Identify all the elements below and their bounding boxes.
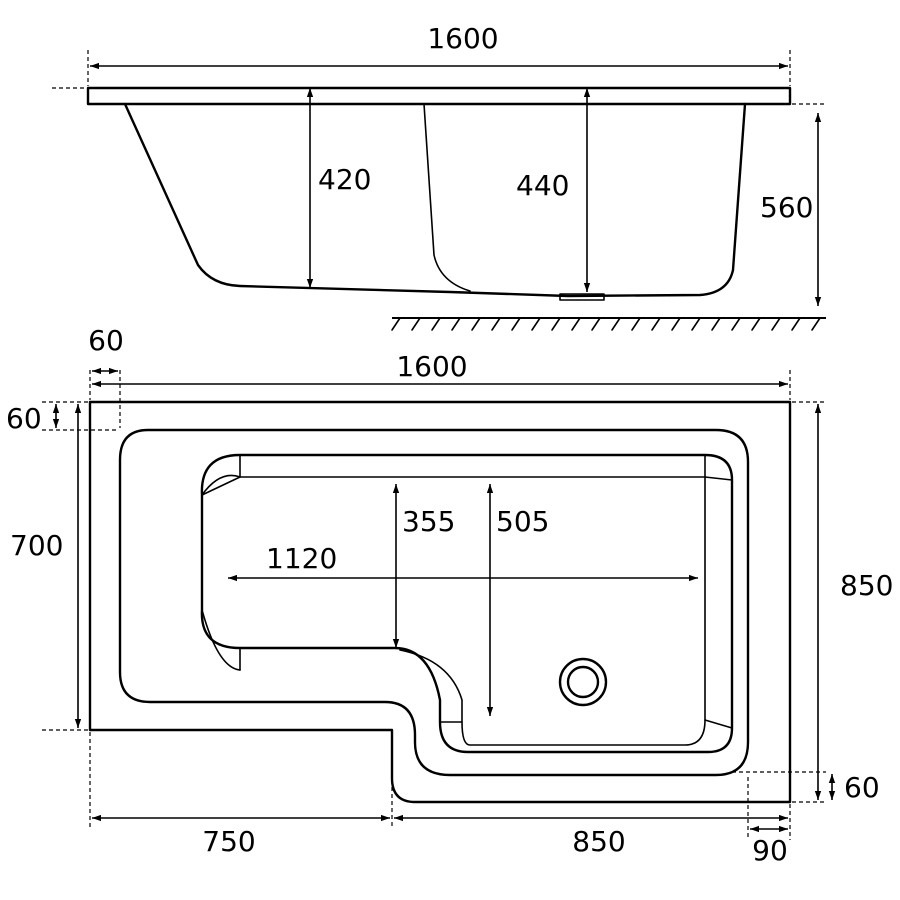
- plan-length-label: 1600: [396, 350, 467, 383]
- side-step-outline: [423, 103, 471, 292]
- plan-waste-outlet-inner: [566, 665, 600, 699]
- height-label: 560: [760, 191, 813, 224]
- rim-left-label: 60: [88, 324, 124, 357]
- side-body-outline: [123, 102, 747, 298]
- end-rim-label: 90: [752, 834, 788, 867]
- plan-view: 60 1600 60 700 1120 355 505 850 60 750 8…: [6, 324, 893, 867]
- ground-hatching: [391, 317, 821, 331]
- rim-bottom-label: 60: [844, 771, 880, 804]
- basin-width-wide-label: 505: [496, 505, 549, 538]
- width-wide-label: 850: [840, 569, 893, 602]
- plan-waste-outlet-outer: [558, 657, 608, 707]
- side-length-label: 1600: [427, 22, 498, 55]
- plan-basin-floor: [239, 476, 706, 746]
- wide-section-label: 850: [572, 825, 625, 858]
- side-waste-outlet: [559, 293, 605, 301]
- narrow-section-label: 750: [202, 825, 255, 858]
- width-narrow-label: 700: [10, 529, 63, 562]
- depth-left-label: 420: [318, 163, 371, 196]
- plan-outer-outline: [88, 400, 792, 804]
- rim-top-label: 60: [6, 402, 42, 435]
- side-view: 1600 420 440 560: [52, 22, 826, 331]
- plan-basin-corner-marks: [201, 454, 733, 729]
- side-rim: [86, 86, 792, 106]
- basin-width-narrow-label: 355: [402, 505, 455, 538]
- plan-basin-outline: [200, 453, 734, 754]
- plan-inner-rim: [118, 428, 750, 777]
- basin-length-label: 1120: [266, 542, 337, 575]
- depth-right-label: 440: [516, 169, 569, 202]
